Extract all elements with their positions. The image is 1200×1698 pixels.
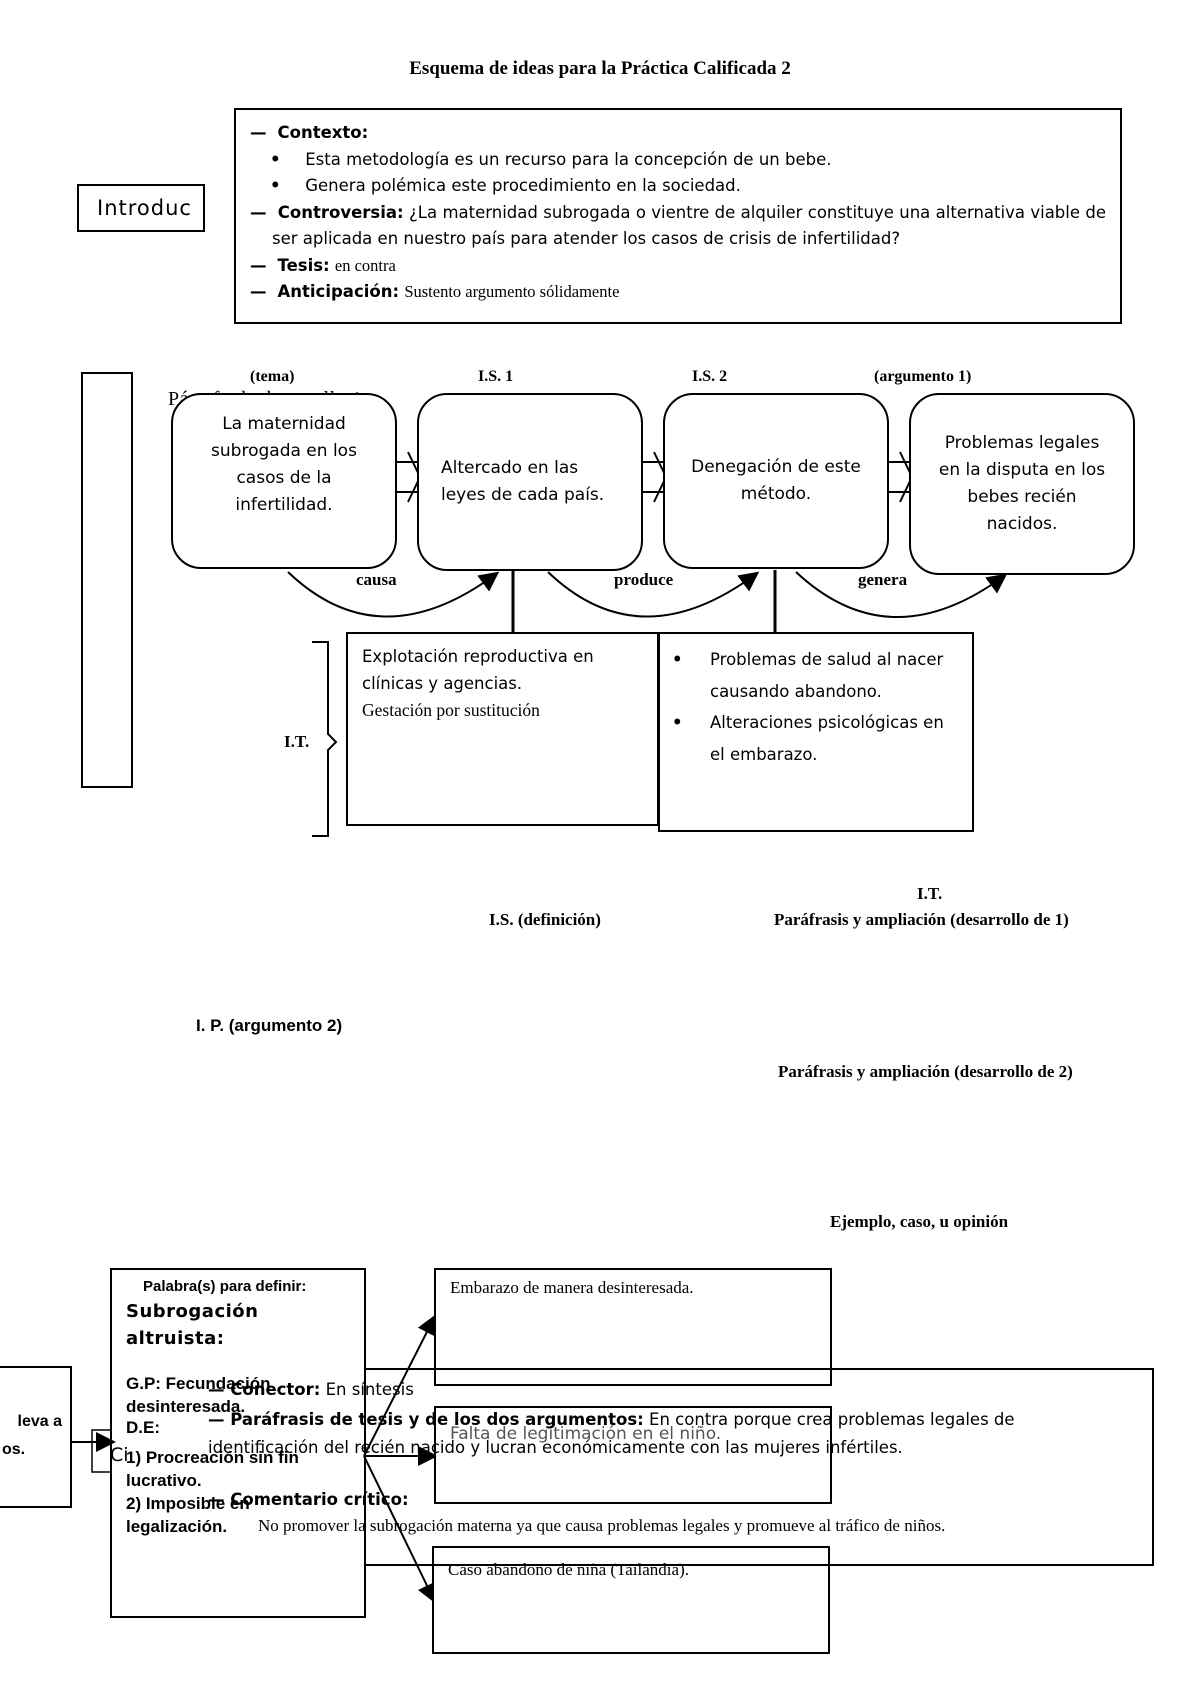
- detail-right-item: • Alteraciones psicológicas en el embara…: [672, 713, 944, 764]
- definition-gp: G.P: Fecundación desinteresada.: [126, 1374, 271, 1416]
- label-is-definicion: I.S. (definición): [489, 910, 601, 929]
- example-box-1: Embarazo de manera desinteresada.: [434, 1268, 832, 1386]
- connector-causa: causa: [356, 570, 397, 589]
- words-label: Palabra(s) para definir:: [143, 1278, 307, 1295]
- definition-de-2: 2) Imposible en legalización.: [126, 1494, 250, 1536]
- def-left-fragment: leva a: [17, 1413, 62, 1430]
- label-paraphrase1: Paráfrasis y ampliación (desarrollo de 1…: [774, 910, 1069, 929]
- contexto-item: Esta metodología es un recurso para la c…: [250, 147, 1106, 174]
- contexto-row: Contexto:: [250, 120, 1106, 147]
- conector-row: — Conector: En síntesis: [208, 1380, 414, 1399]
- def-bracket: [91, 1429, 112, 1473]
- it-brace: [312, 641, 338, 837]
- flow-box-is1: Altercado en las leyes de cada país.: [417, 393, 643, 571]
- label-paraphrase2: Paráfrasis y ampliación (desarrollo de 2…: [778, 1062, 1073, 1081]
- controversia-text: ¿La maternidad subrogada o vientre de al…: [272, 202, 1107, 249]
- flow-box-argumento1: Problemas legales en la disputa en los b…: [909, 393, 1135, 575]
- label-is2: I.S. 2: [692, 368, 728, 385]
- definition-de-1: 1) Procreación sin fin lucrativo.: [126, 1448, 299, 1490]
- label-is1: I.S. 1: [478, 368, 514, 385]
- intro-box: Contexto: Esta metodología es un recurso…: [234, 108, 1122, 324]
- development-side-box: [81, 372, 133, 788]
- detail-left-line: Explotación reproductiva en clínicas y a…: [362, 647, 594, 693]
- controversia-row: Controversia: ¿La maternidad subrogada o…: [250, 200, 1106, 253]
- parafrasis-label: Paráfrasis de tesis y de los dos argumen…: [230, 1410, 644, 1429]
- conector-label: Conector:: [230, 1380, 321, 1399]
- tesis-text: en contra: [334, 255, 396, 275]
- label-ip-arg2: I. P. (argumento 2): [196, 1016, 343, 1035]
- label-it2: I.T.: [917, 884, 943, 903]
- flow-box-tema: La maternidad subrogada en los casos de …: [171, 393, 397, 569]
- label-argumento1: (argumento 1): [874, 368, 972, 385]
- parafrasis-row: — Paráfrasis de tesis y de los dos argum…: [208, 1410, 1015, 1457]
- intro-label-box: Introduc: [77, 184, 205, 232]
- controversia-label: Controversia:: [277, 202, 404, 222]
- contexto-item: Genera polémica este procedimiento en la…: [250, 173, 1106, 200]
- anticipacion-row: Anticipación: Sustento argumento sólidam…: [250, 279, 1106, 306]
- detail-left-line: Gestación por sustitución: [362, 700, 540, 720]
- intro-label: Introduc: [97, 196, 192, 220]
- conclusion-heading: Ci: [110, 1444, 129, 1466]
- page-title: Esquema de ideas para la Práctica Califi…: [409, 58, 791, 79]
- anticipacion-label: Anticipación:: [277, 282, 400, 301]
- flow-box-is2: Denegación de este método.: [663, 393, 889, 569]
- example-box-2: Falta de legitimación en el niño.: [434, 1406, 832, 1504]
- definition-word: Subrogación altruista:: [126, 1301, 259, 1349]
- label-tema: (tema): [250, 368, 295, 385]
- detail-box-right: • Problemas de salud al nacer causando a…: [658, 632, 974, 832]
- label-example: Ejemplo, caso, u opinión: [830, 1212, 1009, 1231]
- conclusion-box: [364, 1368, 1154, 1566]
- definition-de: D.E:: [126, 1418, 160, 1437]
- connector-genera: genera: [858, 570, 908, 589]
- tesis-label: Tesis:: [277, 255, 330, 275]
- def-left-fragment: os.: [2, 1441, 26, 1458]
- detail-box-left: Explotación reproductiva en clínicas y a…: [346, 632, 659, 826]
- comentario-row: — Comentario crítico:: [208, 1490, 409, 1509]
- definition-words-box: [110, 1268, 366, 1618]
- comentario-text: No promover la subrogación materna ya qu…: [258, 1516, 946, 1535]
- comentario-label: Comentario crítico:: [230, 1490, 409, 1509]
- it-label: I.T.: [284, 732, 310, 751]
- detail-right-item: • Problemas de salud al nacer causando a…: [672, 650, 944, 701]
- def-left-box: leva a os.: [0, 1366, 72, 1508]
- conector-text: En síntesis: [325, 1380, 414, 1399]
- connector-produce: produce: [614, 570, 674, 589]
- anticipacion-text: Sustento argumento sólidamente: [404, 282, 620, 301]
- parafrasis-text: En contra porque crea problemas legales …: [208, 1410, 1015, 1457]
- tesis-row: Tesis: en contra: [250, 253, 1106, 280]
- contexto-label: Contexto:: [277, 123, 369, 142]
